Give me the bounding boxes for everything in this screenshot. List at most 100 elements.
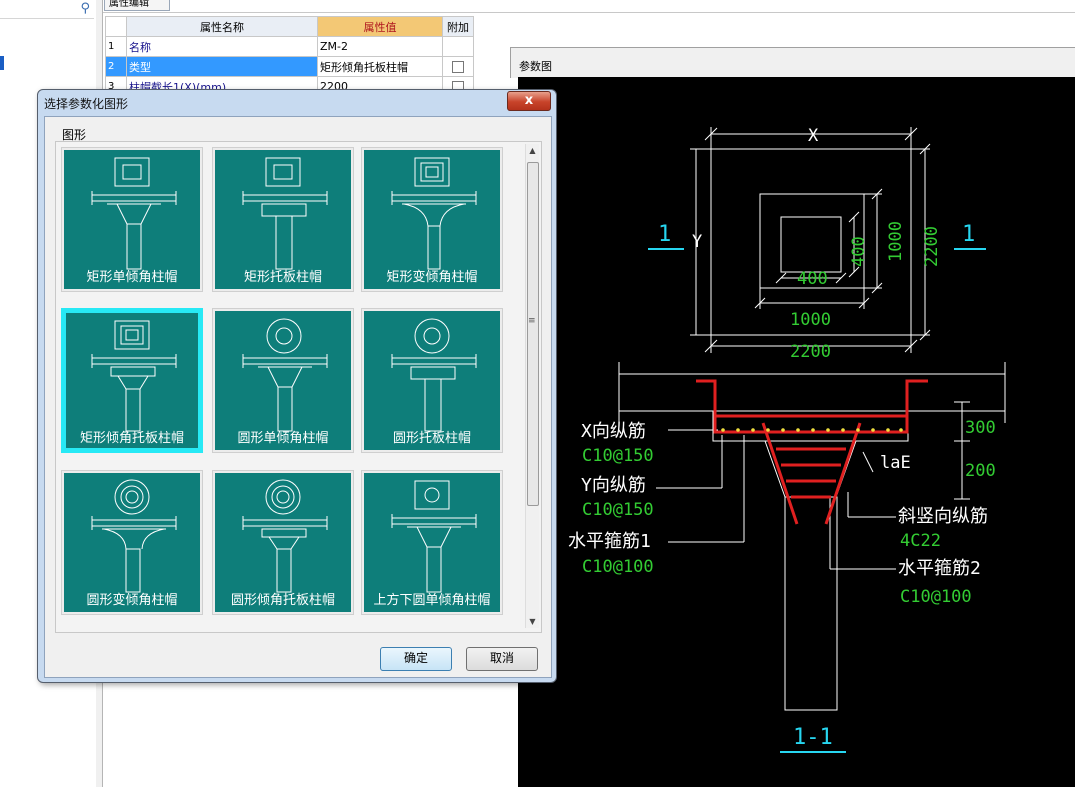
- square-top-round-bottom-icon: [391, 480, 477, 593]
- shape-tile: [364, 150, 500, 289]
- select-parametric-shape-dialog: 选择参数化图形 x 图形 矩形单倾角柱帽: [37, 89, 557, 683]
- dialog-title: 选择参数化图形: [44, 97, 129, 111]
- cancel-button[interactable]: 取消: [466, 647, 538, 671]
- dim-400-vertical: 400: [849, 236, 869, 267]
- property-name: 类型: [126, 56, 318, 77]
- circle-drop-panel-icon: [391, 318, 477, 432]
- stirrup2-spec: C10@100: [900, 587, 972, 607]
- y-rebar-spec: C10@150: [582, 500, 654, 520]
- preview-title-bar: 参数图: [510, 47, 1075, 78]
- property-row[interactable]: 2 类型 矩形倾角托板柱帽: [105, 56, 474, 77]
- plan-inner-square-1000: [759, 193, 865, 289]
- shape-tile: [215, 150, 351, 289]
- tree-selection-marker: [0, 56, 4, 70]
- scroll-down-icon[interactable]: ▼: [529, 617, 536, 626]
- stirrup2-label: 水平箍筋2: [898, 558, 981, 579]
- shape-card[interactable]: 圆形倾角托板柱帽: [212, 470, 354, 615]
- property-row[interactable]: 1 名称 ZM-2: [105, 36, 474, 57]
- search-icon[interactable]: ⚲: [80, 1, 90, 16]
- shape-tile: [66, 313, 198, 448]
- shape-card[interactable]: 上方下圆单倾角柱帽: [361, 470, 503, 615]
- tab-property-edit[interactable]: 属性编辑: [104, 0, 170, 11]
- close-icon: x: [524, 93, 534, 108]
- rebar-top-bend: [696, 379, 928, 434]
- property-value-input[interactable]: ZM-2: [317, 36, 443, 57]
- extra-checkbox[interactable]: [452, 61, 464, 73]
- shape-label: 矩形倾角托板柱帽: [79, 431, 184, 446]
- left-search-bar[interactable]: ⚲: [0, 0, 94, 19]
- shape-tile: [215, 473, 351, 612]
- row-number: 2: [105, 56, 127, 77]
- circle-single-slope-icon: [242, 318, 328, 432]
- plan-outer-square: [710, 148, 912, 336]
- scroll-grip-icon: ≡: [528, 316, 536, 326]
- dim-2200-horizontal: 2200: [790, 342, 831, 362]
- shape-label: 圆形托板柱帽: [392, 431, 471, 446]
- circle-sloped-drop-panel-icon: [242, 479, 328, 593]
- group-label: 图形: [62, 128, 87, 142]
- shape-tile: [364, 473, 500, 612]
- slant-rebar-label: 斜竖向纵筋: [898, 506, 988, 527]
- dialog-body: 图形 矩形单倾角柱帽: [44, 116, 552, 678]
- shape-card[interactable]: 圆形单倾角柱帽: [212, 308, 354, 453]
- section-mark-right: 1: [962, 222, 975, 247]
- property-name: 名称: [126, 36, 318, 57]
- dim-2200-vertical: 2200: [922, 226, 942, 267]
- shape-label: 圆形倾角托板柱帽: [230, 593, 335, 608]
- y-rebar-label: Y向纵筋: [581, 475, 646, 496]
- property-table: 属性名称 属性值 附加 1 名称 ZM-2 2 类型 矩形倾角托板柱帽 3 柱帽…: [105, 16, 474, 97]
- scroll-up-icon[interactable]: ▲: [529, 146, 536, 155]
- shape-label: 圆形变倾角柱帽: [86, 593, 178, 608]
- slant-rebar-spec: 4C22: [900, 531, 941, 551]
- row-number: 1: [105, 36, 127, 57]
- dim-1000-horizontal: 1000: [790, 310, 831, 330]
- shape-label: 矩形变倾角柱帽: [386, 270, 478, 285]
- ok-button[interactable]: 确定: [380, 647, 452, 671]
- x-rebar-label: X向纵筋: [581, 421, 646, 442]
- circle-variable-slope-icon: [91, 479, 177, 593]
- rect-single-slope-icon: [91, 157, 177, 270]
- shape-card-selected[interactable]: 矩形倾角托板柱帽: [61, 308, 203, 453]
- shape-tile: [64, 473, 200, 612]
- row-number-header: [105, 16, 127, 37]
- column-header-value: 属性值: [317, 16, 443, 37]
- section-column: [784, 496, 838, 711]
- shape-card[interactable]: 圆形托板柱帽: [361, 308, 503, 453]
- shape-label: 上方下圆单倾角柱帽: [373, 593, 491, 608]
- rect-drop-panel-icon: [242, 157, 328, 270]
- property-extra-cell: [442, 36, 474, 57]
- lae-label: laE: [880, 453, 911, 473]
- dim-200: 200: [965, 461, 996, 481]
- plan-column-square: [780, 216, 842, 273]
- shape-card[interactable]: 矩形变倾角柱帽: [361, 147, 503, 292]
- section-title: 1-1: [793, 725, 833, 750]
- dim-300: 300: [965, 418, 996, 438]
- close-button[interactable]: x: [507, 91, 551, 111]
- shape-label: 矩形单倾角柱帽: [86, 270, 178, 285]
- property-header-row: 属性名称 属性值 附加: [105, 16, 474, 37]
- shape-card[interactable]: 矩形单倾角柱帽: [61, 147, 203, 292]
- property-value-input[interactable]: 矩形倾角托板柱帽: [317, 56, 443, 77]
- gallery-scrollbar[interactable]: ▲ ≡ ▼: [525, 144, 539, 628]
- rect-variable-slope-icon: [391, 157, 477, 270]
- property-extra-cell: [442, 56, 474, 77]
- shape-tile: [364, 311, 500, 450]
- rect-sloped-drop-panel-icon: [91, 320, 177, 432]
- scroll-thumb[interactable]: [527, 162, 539, 506]
- section-mark-left: 1: [658, 222, 671, 247]
- shape-label: 矩形托板柱帽: [243, 270, 322, 285]
- dim-y-label: Y: [692, 232, 702, 252]
- shape-card[interactable]: 矩形托板柱帽: [212, 147, 354, 292]
- parameter-diagram: X Y 1 1 400 1000 2200 400 1000 2200 300 …: [518, 77, 1075, 787]
- stirrup1-spec: C10@100: [582, 557, 654, 577]
- x-rebar-spec: C10@150: [582, 446, 654, 466]
- shape-card[interactable]: 圆形变倾角柱帽: [61, 470, 203, 615]
- shape-label: 圆形单倾角柱帽: [237, 431, 329, 446]
- column-header-extra: 附加: [442, 16, 474, 37]
- preview-title: 参数图: [519, 60, 552, 73]
- shape-tile: [64, 150, 200, 289]
- shape-gallery: 矩形单倾角柱帽 矩形托板柱帽: [55, 141, 542, 633]
- dim-x-label: X: [808, 126, 819, 146]
- stirrup1-label: 水平箍筋1: [568, 531, 651, 552]
- shape-tile: [215, 311, 351, 450]
